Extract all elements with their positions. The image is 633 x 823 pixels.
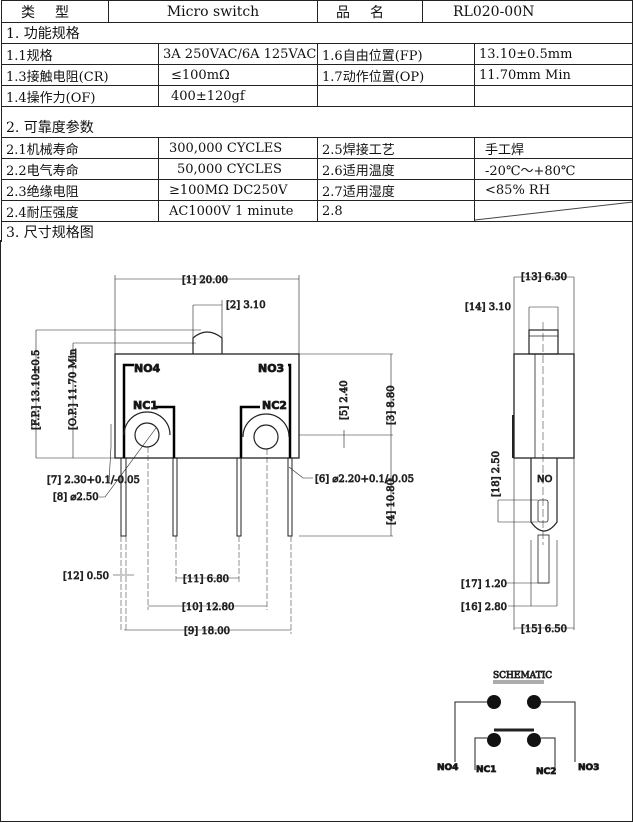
dim-16: [16] 2.80 (461, 602, 507, 613)
dim-5: [5] 2.40 (339, 380, 350, 420)
front-view: NO4 NO3 NC1 NC2 [1] 20.00 [2] 3.10 [F.P.… (31, 275, 415, 638)
dim-11: [11] 6.80 (183, 574, 229, 585)
cell: 2.2电气寿命 (1, 158, 159, 180)
cell: 2.4耐压强度 (1, 200, 159, 222)
cell (474, 85, 633, 107)
actuator (192, 331, 223, 354)
dim-9: [9] 18.00 (184, 626, 230, 637)
dim-13: [13] 6.30 (521, 272, 567, 283)
cell: 1.3接触电阻(CR) (1, 64, 159, 86)
terminal-pins (120, 457, 293, 537)
section3-title: 3. 尺寸规格图 (0, 221, 633, 242)
cell: 2.1机械寿命 (1, 137, 159, 159)
dim-10: [10] 12.80 (182, 602, 234, 613)
cell: 300,000 CYCLES (157, 137, 319, 159)
dim-fp: [F.P.] 13.10±0.5 (31, 350, 42, 430)
schematic-nc1: NC1 (476, 765, 496, 775)
dim-2: [2] 3.10 (226, 300, 266, 311)
label-nc1: NC1 (133, 399, 158, 412)
schematic-no3: NO3 (578, 763, 599, 773)
dim-14: [14] 3.10 (465, 302, 511, 313)
switch-body (114, 353, 300, 459)
schematic: SCHEMATIC NO4 NC1 NC2 NO3 (437, 671, 600, 778)
schematic-title: SCHEMATIC (493, 671, 552, 681)
dim-8: [8] ⌀2.50 (53, 492, 99, 503)
dim-3: [3] 8.80 (386, 385, 397, 425)
cell: 2.8 (317, 200, 476, 222)
cell-empty (474, 200, 633, 222)
cell: 1.7动作位置(OP) (317, 64, 476, 86)
terminal-outlines (122, 363, 292, 458)
cell: 2.5焊接工艺 (317, 137, 476, 159)
cell: 2.7适用湿度 (317, 179, 476, 201)
cell: 3A 250VAC/6A 125VAC (157, 43, 319, 65)
section1-title: 1. 功能规格 (0, 22, 633, 44)
dim-7: [7] 2.30+0.1/-0.05 (47, 475, 140, 486)
dim-18: [18] 2.50 (491, 451, 502, 497)
cell: ≤100mΩ (157, 64, 319, 86)
dim-17: [17] 1.20 (461, 579, 507, 590)
name-value: RL020-00N (422, 0, 633, 23)
dimension-drawing: NO4 NO3 NC1 NC2 [1] 20.00 [2] 3.10 [F.P.… (0, 240, 633, 822)
label-nc2: NC2 (262, 399, 287, 412)
cell (317, 85, 476, 107)
hole-nc1 (134, 422, 160, 448)
dim-15: [15] 6.50 (521, 624, 567, 635)
label-no4: NO4 (134, 362, 161, 375)
cell: 13.10±0.5mm (474, 43, 633, 65)
cell: 1.1规格 (1, 43, 159, 65)
header-row: 类型 Micro switch 品名 RL020-00N (1, 0, 633, 23)
label-no3: NO3 (258, 362, 284, 375)
drawing-svg: NO4 NO3 NC1 NC2 [1] 20.00 [2] 3.10 [F.P.… (31, 272, 600, 778)
side-view: NO [13] 6.30 [14] 3.10 [18] 2.50 [17] 1.… (461, 272, 575, 635)
cell: 2.3绝缘电阻 (1, 179, 159, 201)
cell: 50,000 CYCLES (157, 158, 319, 180)
cell: 2.6适用温度 (317, 158, 476, 180)
spec-table: 类型 Micro switch 品名 RL020-00N 1. 功能规格 1.1… (0, 0, 633, 242)
type-label: 类型 (1, 0, 109, 23)
dim-6: [6] ⌀2.20+0.1/-0.05 (315, 474, 414, 485)
cell: 400±120gf (157, 85, 319, 107)
schematic-no4: NO4 (437, 763, 458, 773)
cell: AC1000V 1 minute (157, 200, 319, 222)
dim-1: [1] 20.00 (182, 275, 228, 286)
cell: ≥100MΩ DC250V (157, 179, 319, 201)
diagonal-strike (475, 201, 632, 221)
cell: 1.6自由位置(FP) (317, 43, 476, 65)
dim-op: [O.P.] 11.70 Min (68, 348, 79, 430)
cell: <85% RH (474, 179, 633, 201)
cell: 手工焊 (474, 137, 633, 159)
label-no: NO (537, 474, 552, 485)
cell: 11.70mm Min (474, 64, 633, 86)
table-row: 1.4操作力(OF)400±120gf (1, 85, 633, 107)
side-body (513, 353, 575, 459)
section2-title: 2. 可靠度参数 (0, 106, 633, 138)
type-value: Micro switch (107, 0, 319, 23)
name-label: 品名 (317, 0, 424, 23)
cell: 1.4操作力(OF) (1, 85, 159, 107)
schematic-nc2: NC2 (536, 767, 556, 777)
cell: -20℃～+80℃ (474, 158, 633, 180)
dim-12: [12] 0.50 (63, 571, 109, 582)
dim-4: [4] 10.80 (386, 479, 397, 525)
hole-nc2 (253, 424, 279, 450)
